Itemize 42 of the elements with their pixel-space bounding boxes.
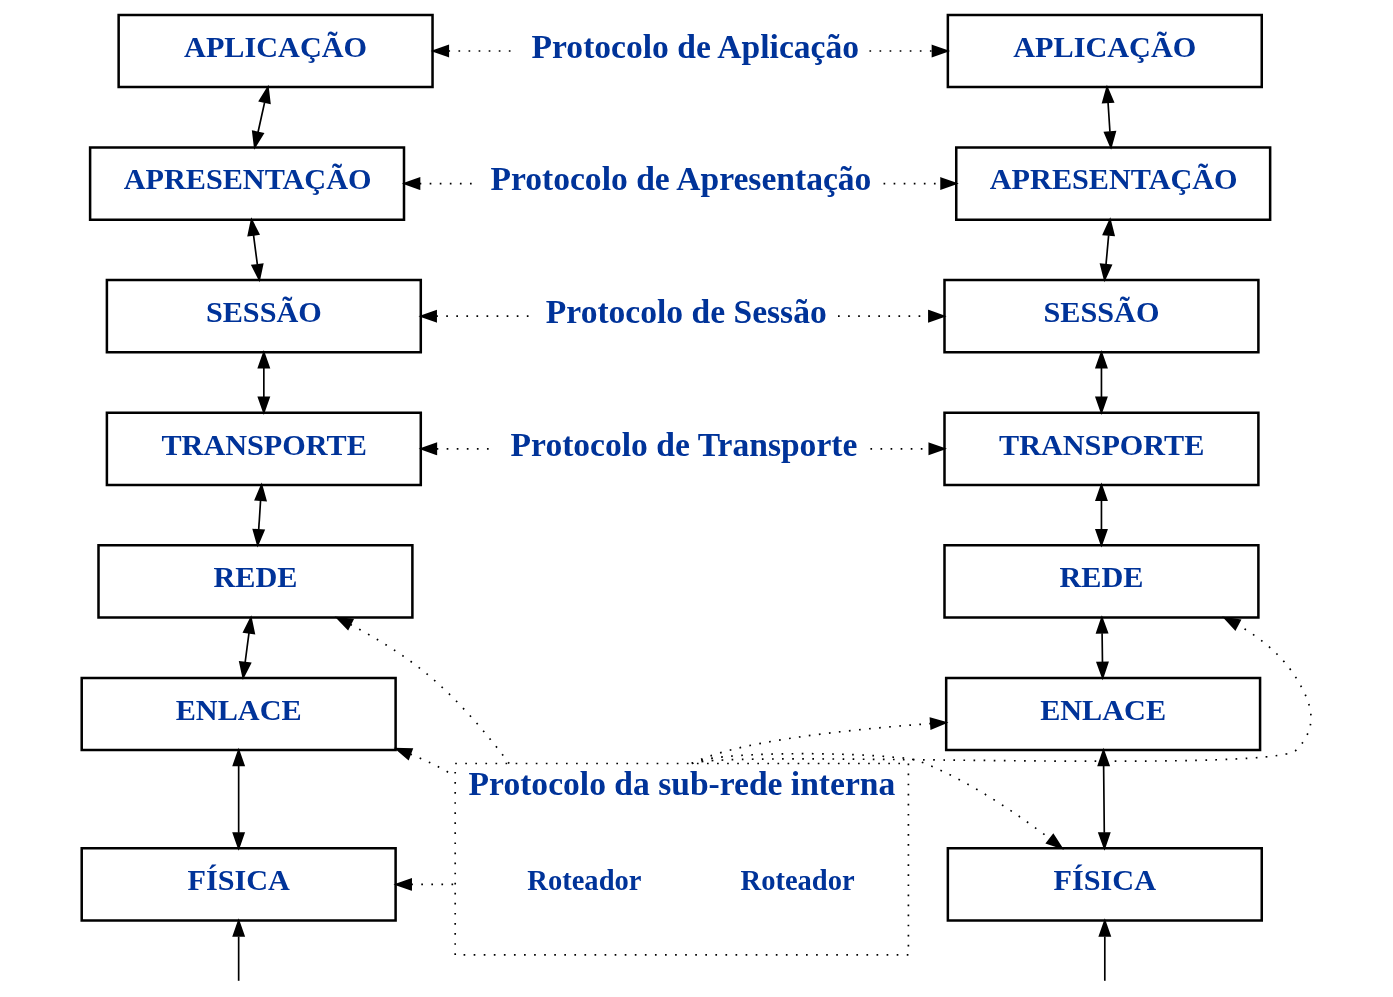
node-box: ENLACE: [80, 676, 397, 752]
arrow: [1097, 747, 1111, 851]
node-text: Protocolo de Apresentação: [490, 160, 872, 198]
arrow: [334, 616, 510, 765]
node-box: ENLACE: [944, 676, 1262, 752]
arrow: [1098, 918, 1112, 982]
arrow: [232, 918, 246, 982]
node-text: Protocolo de Transporte: [510, 425, 858, 463]
node-box: SESSÃO: [943, 278, 1260, 354]
node-text: Protocolo de Aplicação: [531, 27, 860, 65]
node-box: APRESENTAÇÃO: [88, 146, 406, 221]
arrow: [882, 177, 959, 191]
node-box: REDE: [97, 544, 414, 619]
arrow: [691, 616, 1312, 765]
arrow: [1094, 349, 1108, 415]
arrow: [1101, 84, 1117, 150]
node-text: Protocolo de Sessão: [545, 292, 827, 330]
node-box: REDE: [943, 544, 1260, 619]
arrow: [837, 309, 947, 323]
node-box: TRANSPORTE: [943, 411, 1260, 487]
arrow: [868, 44, 951, 58]
arrow: [691, 717, 949, 765]
arrow: [247, 217, 264, 283]
node-box: SESSÃO: [105, 278, 423, 354]
node-text: Roteador: [740, 864, 855, 896]
arrow: [691, 752, 1064, 850]
node-box: TRANSPORTE: [105, 411, 423, 487]
node-box: FÍSICA: [80, 847, 397, 922]
arrow: [257, 349, 271, 415]
arrow: [232, 747, 246, 851]
arrow: [238, 615, 256, 681]
arrow: [869, 442, 947, 456]
arrow: [1094, 482, 1108, 548]
node-box: APRESENTAÇÃO: [955, 146, 1272, 221]
arrow: [1095, 615, 1109, 681]
node-box: FÍSICA: [946, 847, 1263, 922]
arrow: [252, 482, 267, 548]
node-box: APLICAÇÃO: [946, 13, 1263, 89]
node-text: Roteador: [527, 864, 642, 896]
arrow: [251, 84, 271, 150]
arrow: [1099, 217, 1116, 283]
node-box: APLICAÇÃO: [117, 13, 434, 89]
